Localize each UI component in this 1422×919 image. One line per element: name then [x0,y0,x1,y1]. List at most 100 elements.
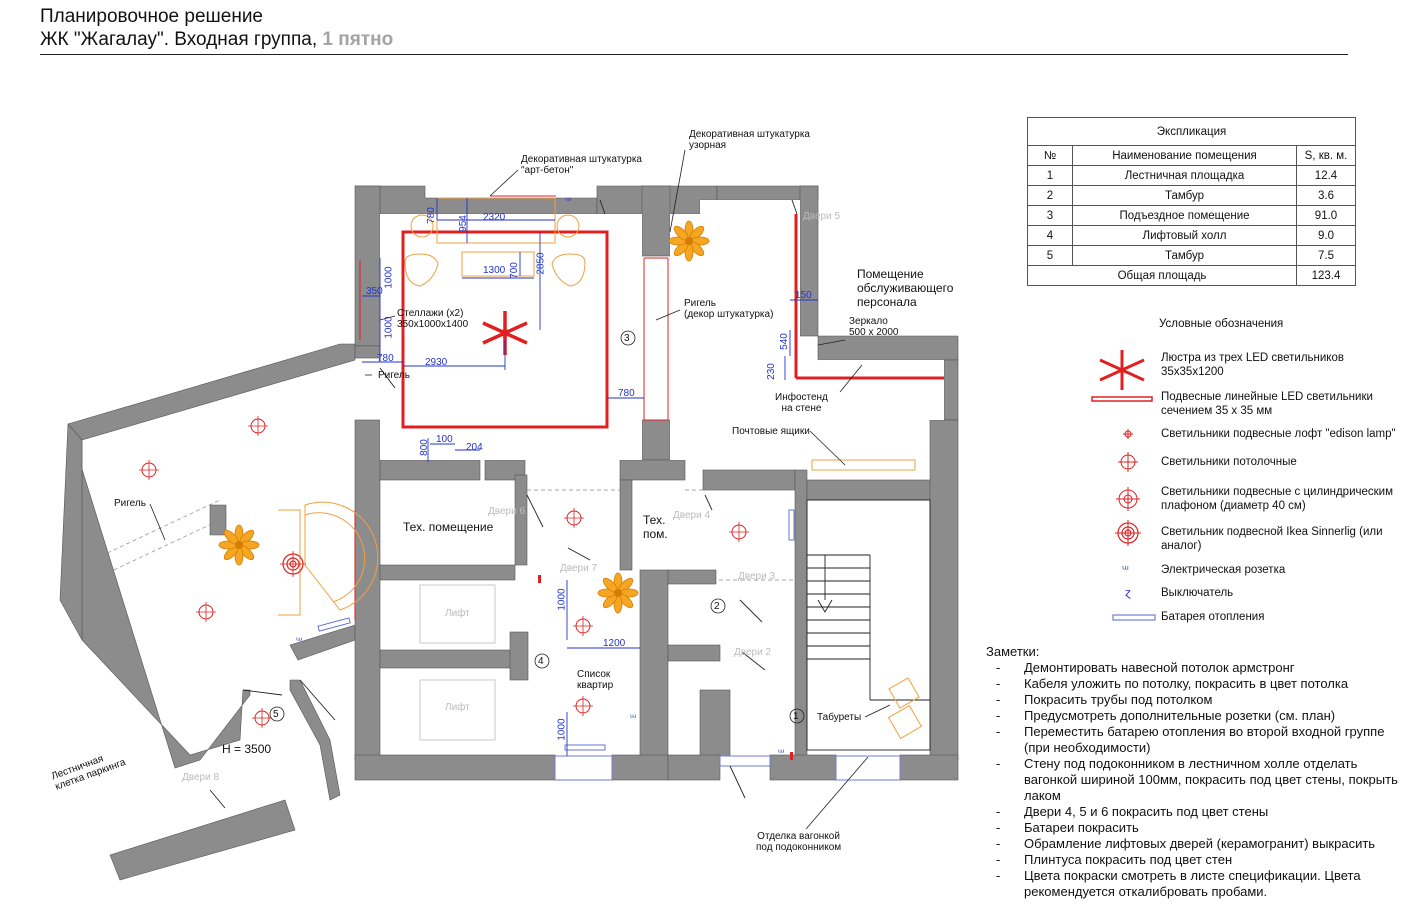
radiator-icon [1112,614,1156,621]
callout-rigel-left: Ригель [114,498,146,509]
legend-item-cylinder: Светильники подвесные с цилиндрическим п… [1161,486,1393,512]
svg-text:ᵚ: ᵚ [296,636,302,647]
total-row: Общая площадь 123.4 [1027,265,1356,286]
lift-cabins [419,584,496,741]
door-label-3: Двери 3 [738,571,776,582]
dim-780-right: 780 [618,388,635,399]
callout-art-beton: Декоративная штукатурка"арт-бетон" [521,154,642,176]
callout-rigel-hall: Ригель [378,370,410,381]
list-item: Переместить батарею отопления во второй … [996,724,1406,756]
row-room-name: Тамбур [1072,245,1297,266]
explication-header-row: № Наименование помещения S, кв. м. [1027,145,1356,166]
room-number-circles [269,330,805,724]
row-room-name: Лестничная площадка [1072,165,1297,186]
explication-table: Экспликация № Наименование помещения S, … [1027,117,1356,286]
notes-list: Демонтировать навесной потолок армстронг… [996,660,1406,900]
room-number-5: 5 [273,709,279,720]
dim-230: 230 [765,363,777,380]
row-number: 5 [1027,245,1073,266]
ceiling-light-icon [1118,452,1138,472]
dim-1000-lift-top: 1000 [556,588,568,611]
legend-title: Условные обозначения [1159,318,1284,330]
door-label-7: Двери 7 [560,563,598,574]
callout-shelves: Стеллажи (х2)350х1000х1400 [397,308,469,330]
callout-rigel-decor: Ригель(декор штукатурка) [684,298,774,320]
dimension-lines [362,198,818,756]
title-accent: 1 пятно [322,29,394,50]
dim-204: 204 [466,442,483,453]
row-area: 3.6 [1296,185,1356,206]
door-swings [209,199,798,809]
row-room-name: Подъездное помещение [1072,205,1297,226]
switch-icon: ɀ [1125,586,1131,599]
room-number-3: 3 [624,333,630,344]
dim-954: 954 [457,215,469,232]
table-row: 4 Лифтовый холл 9.0 [1027,225,1356,246]
dim-1000-shelf-top: 1000 [383,266,395,289]
legend-item-radiator: Батарея отопления [1161,611,1265,623]
header-room-name: Наименование помещения [1072,145,1297,166]
svg-text:ᵚ: ᵚ [630,713,636,724]
total-value: 123.4 [1296,265,1356,286]
list-item: Предусмотреть дополнительные розетки (см… [996,708,1406,724]
hidden-lines [81,489,795,586]
legend-item-switch: Выключатель [1161,587,1234,599]
furniture [278,197,923,740]
list-item: Двери 4, 5 и 6 покрасить под цвет стены [996,804,1406,820]
door-label-4: Двери 4 [673,510,711,521]
led-lines [354,195,944,620]
row-number: 4 [1027,225,1073,246]
switches [538,575,793,760]
callout-stools: Табуреты [817,712,862,723]
list-item: Демонтировать навесной потолок армстронг [996,660,1406,676]
door-label-5: Двери 5 [803,211,841,222]
cylinder-light-icon [279,550,307,578]
dim-780-top: 780 [425,207,437,224]
leader-lines [149,149,891,830]
table-row: 1 Лестничная площадка 12.4 [1027,165,1356,186]
dim-800: 800 [418,439,430,456]
row-number: 2 [1027,185,1073,206]
table-row: 3 Подъездное помещение 91.0 [1027,205,1356,226]
total-label: Общая площадь [1027,265,1297,286]
linear-led-icon [1091,396,1153,402]
sinnerlig-icon [1115,520,1141,546]
dim-700: 700 [508,262,520,279]
list-item: Цвета покраски смотреть в листе специфик… [996,868,1406,900]
legend-item-sinnerlig: Светильник подвесной Ikea Sinnerlig (или… [1161,526,1383,552]
svg-text:ᵚ: ᵚ [778,748,784,759]
windows [554,755,901,781]
list-item: Батареи покрасить [996,820,1406,836]
sockets: ᵚ ᵚ ᵚ ᵚ [296,196,784,759]
title-line-2: ЖК "Жагалау". Входная группа, 1 пятно [40,28,393,51]
legend-item-socket: Электрическая розетка [1161,564,1286,576]
row-area: 91.0 [1296,205,1356,226]
callout-mailboxes: Почтовые ящики [732,426,810,437]
legend-symbols: ᵚ ɀ [1091,350,1156,621]
row-number: 3 [1027,205,1073,226]
dim-150: 150 [795,290,812,301]
walls [59,185,959,881]
title-rule [40,54,1348,55]
dim-1300: 1300 [483,265,506,276]
list-item: Покрасить трубы под потолком [996,692,1406,708]
lift-label-2: Лифт [445,702,470,713]
row-room-name: Тамбур [1072,185,1297,206]
row-room-name: Лифтовый холл [1072,225,1297,246]
row-area: 12.4 [1296,165,1356,186]
dim-2320: 2320 [483,212,506,223]
dim-350: 350 [366,286,383,297]
room-number-1: 1 [793,711,799,722]
row-area: 7.5 [1296,245,1356,266]
cylinder-light-icon [1116,487,1140,511]
legend-item-linear-led: Подвесные линейные LED светильники сечен… [1161,391,1373,417]
legend-item-edison: Светильники подвесные лофт "edison lamp" [1161,428,1396,440]
label-tech-room: Тех. помещение [403,520,494,534]
svg-text:ᵚ: ᵚ [565,196,571,207]
edison-lamp-icon [1123,429,1133,439]
